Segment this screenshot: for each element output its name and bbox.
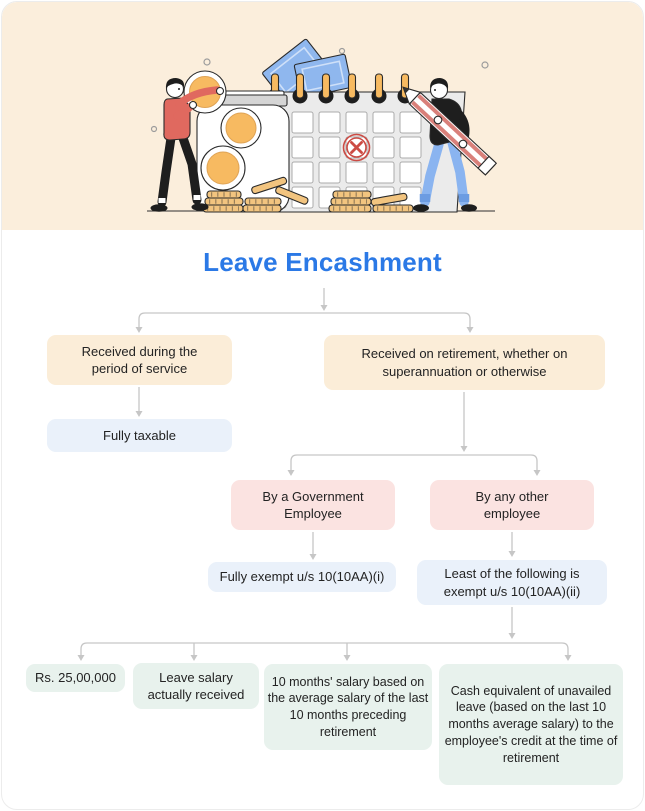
pencil-icon [401,86,497,176]
node-statutory-limit: Rs. 25,00,000 [26,664,125,692]
node-any-other-employee: By any other employee [430,480,594,530]
node-fully-exempt: Fully exempt u/s 10(10AA)(i) [208,562,396,592]
node-leave-salary-received: Leave salary actually received [133,663,259,709]
deco-dot [338,47,345,55]
node-ten-months-salary: 10 months' salary based on the average s… [264,664,432,750]
node-received-on-retirement: Received on retirement, whether on super… [324,335,605,390]
crossed-date-icon [342,133,370,162]
deco-dot [150,125,157,133]
page-title: Leave Encashment [203,247,442,277]
person-holding-coin [150,70,227,212]
deco-dot [202,58,211,66]
node-government-employee: By a Government Employee [231,480,395,530]
node-least-of-following: Least of the following is exempt u/s 10(… [417,560,607,605]
deco-dot [480,61,489,69]
illustration [146,38,497,213]
node-received-during-service: Received during the period of service [47,335,232,385]
person-holding-pencil [401,78,497,212]
coin-stacks-icon [201,176,414,213]
node-cash-equivalent: Cash equivalent of unavailed leave (base… [439,664,623,785]
illustration-banner [2,2,643,230]
node-fully-taxable: Fully taxable [47,419,232,452]
